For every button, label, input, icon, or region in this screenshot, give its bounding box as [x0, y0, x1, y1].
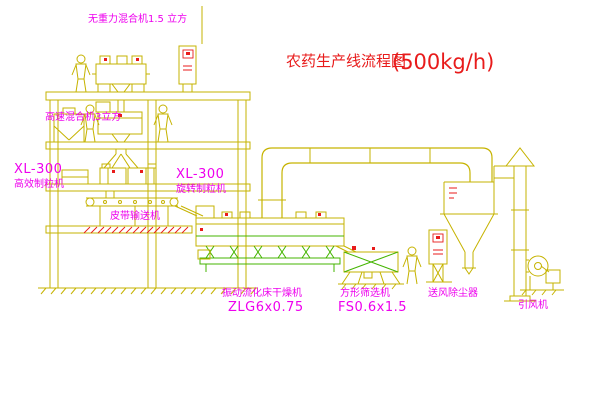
- cyclone-separator: [440, 181, 498, 275]
- y-chute: [103, 149, 139, 169]
- label-sieve-model: FS0.6x1.5: [338, 300, 407, 315]
- ground-line: [38, 287, 258, 295]
- label-dust-collector: 送风除尘器: [428, 286, 478, 299]
- cyclone-outlet-duct: [493, 165, 514, 182]
- label-dryer-model: ZLG6x0.75: [228, 300, 304, 315]
- label-granulator-right-model: XL-300: [176, 167, 224, 182]
- person-floor2-right: [153, 104, 173, 143]
- square-sieve: [338, 246, 404, 290]
- floor3-side-unit: [61, 169, 89, 185]
- person-roof: [71, 54, 91, 93]
- fluid-bed-dryer: [195, 205, 357, 272]
- gravity-mixer: [92, 55, 150, 112]
- label-granulator-right-name: 旋转制粒机: [176, 182, 226, 195]
- label-granulator-left-name: 高效制粒机: [14, 177, 64, 190]
- control-panel-1: [178, 6, 203, 93]
- granulator-discharge-pipe: [105, 191, 115, 198]
- label-granulator-left-model: XL-300: [14, 162, 62, 177]
- label-gravity-mixer: 无重力混合机1.5 立方: [88, 12, 187, 25]
- belt-conveyor: [85, 197, 204, 226]
- person-ground: [402, 246, 422, 285]
- induced-draft-fan: [520, 255, 564, 296]
- label-belt-conveyor: 皮带输送机: [110, 209, 160, 222]
- label-induced-draft-fan: 引风机: [518, 298, 548, 311]
- exhaust-duct: [258, 147, 493, 218]
- granulator-units: [99, 163, 157, 185]
- label-high-speed-mixer: 高速混合机3立方: [45, 110, 121, 123]
- drawing-title: 农药生产线流程图: [286, 52, 406, 70]
- control-panel-2: [426, 229, 452, 283]
- exhaust-stack: [504, 147, 536, 302]
- floor-slab-hatch: [83, 226, 189, 234]
- drawing-title-capacity: (500kg/h): [392, 50, 494, 74]
- stack-rain-cap: [504, 147, 536, 167]
- storage-bin: [53, 107, 85, 143]
- label-sieve-name: 方形筛选机: [340, 286, 390, 299]
- label-dryer-name: 振动流化床干燥机: [222, 286, 302, 299]
